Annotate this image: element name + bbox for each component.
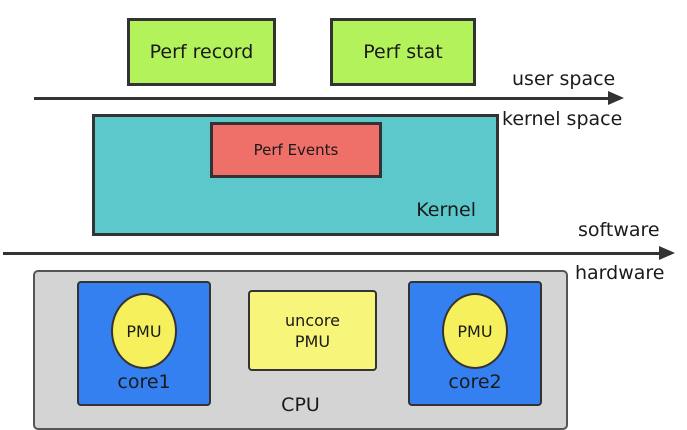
perf-record-label: Perf record bbox=[149, 41, 254, 63]
software-label: software bbox=[578, 219, 660, 241]
perf-stat-label: Perf stat bbox=[363, 41, 443, 63]
core2-label: core2 bbox=[448, 371, 502, 393]
perf-record-box: Perf record bbox=[127, 18, 276, 86]
user-kernel-boundary-arrow bbox=[34, 91, 624, 105]
uncore-label-line2: PMU bbox=[294, 331, 331, 351]
core1-label: core1 bbox=[117, 371, 171, 393]
hardware-label: hardware bbox=[575, 262, 665, 284]
kernel-label: Kernel bbox=[416, 199, 476, 221]
user-space-label: user space bbox=[512, 68, 616, 90]
core1-box: PMU core1 bbox=[77, 281, 211, 406]
core1-pmu-label: PMU bbox=[126, 321, 162, 341]
uncore-pmu-box: uncore PMU bbox=[248, 290, 377, 371]
uncore-label-line1: uncore bbox=[285, 310, 340, 330]
cpu-label: CPU bbox=[281, 394, 320, 416]
core2-pmu: PMU bbox=[442, 293, 508, 369]
perf-events-label: Perf Events bbox=[253, 141, 339, 159]
kernel-space-label: kernel space bbox=[502, 108, 623, 130]
software-hardware-boundary-arrow bbox=[3, 246, 675, 260]
perf-events-box: Perf Events bbox=[210, 122, 382, 178]
core2-box: PMU core2 bbox=[408, 281, 542, 406]
perf-stat-box: Perf stat bbox=[330, 18, 476, 86]
core1-pmu: PMU bbox=[111, 293, 177, 369]
core2-pmu-label: PMU bbox=[457, 321, 493, 341]
